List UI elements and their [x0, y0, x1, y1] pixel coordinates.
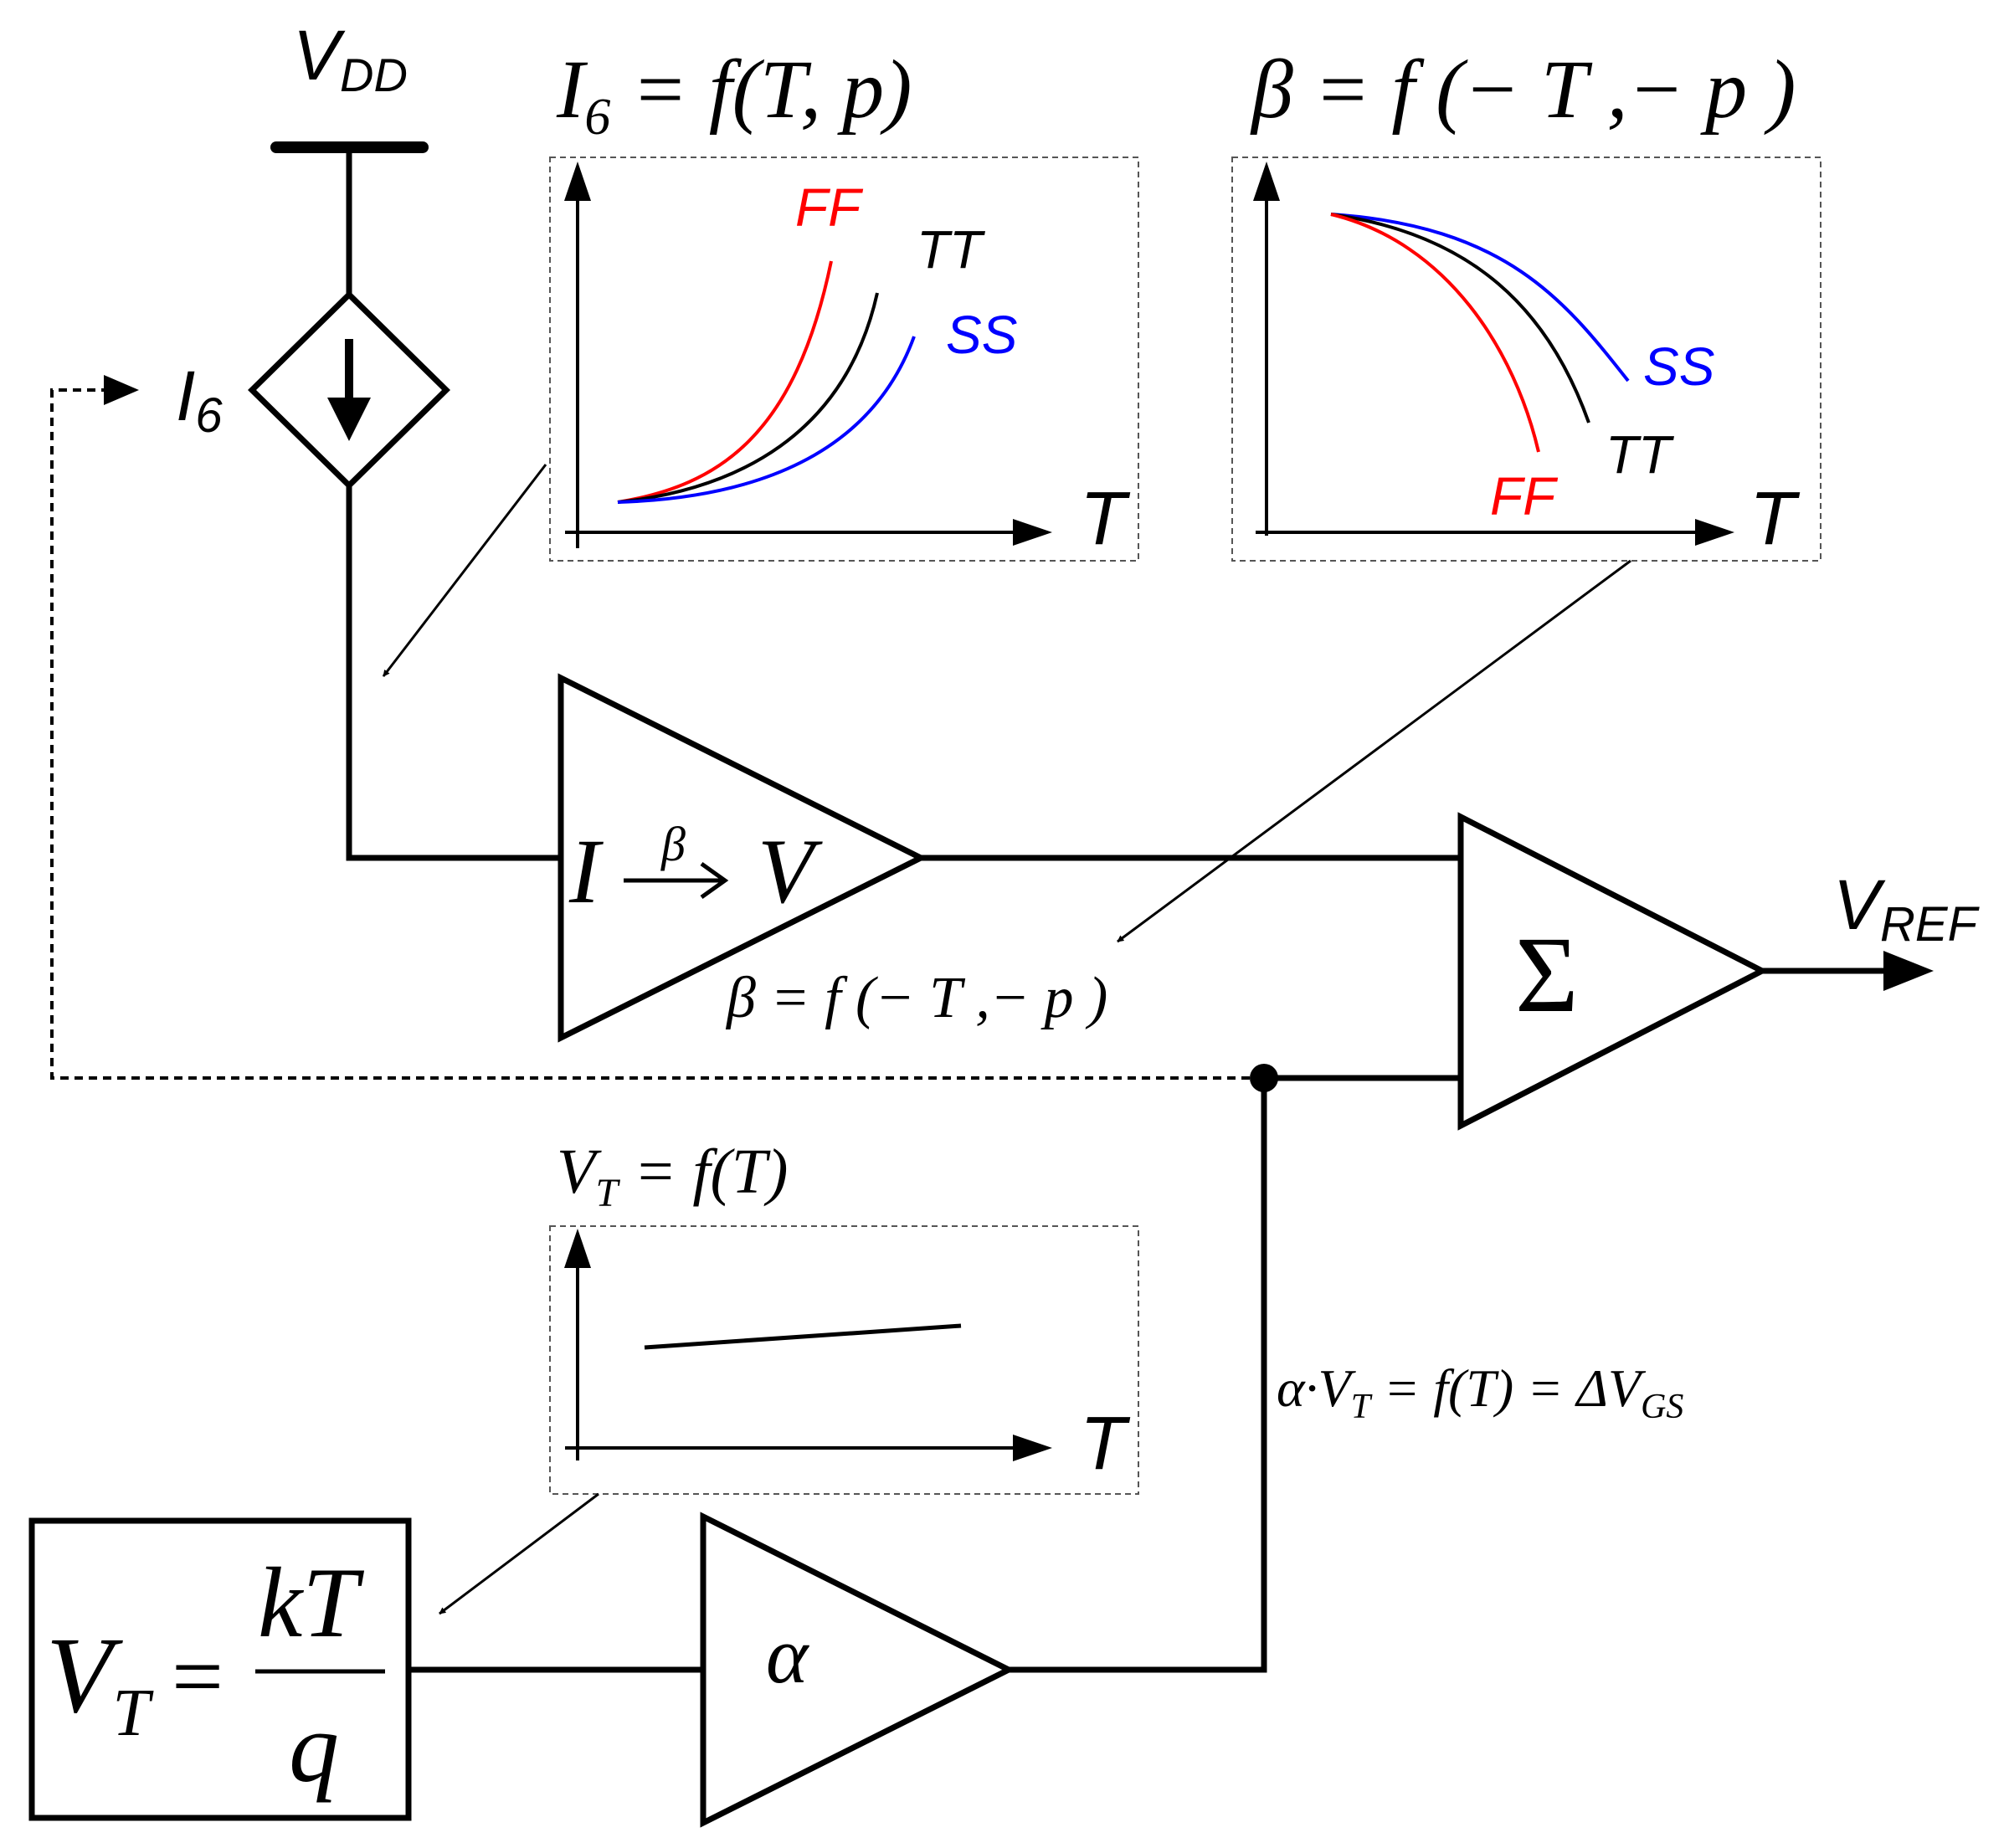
vref-label: VREF [1833, 865, 1981, 952]
curve-label-ff: FF [1490, 466, 1559, 526]
thermal-voltage-box: VT = kT q [28, 1517, 412, 1821]
chart-beta-x-arrow-icon [1695, 519, 1734, 546]
pointer-beta-to-note [1117, 559, 1631, 943]
chart-vt-x-label: T [1080, 1402, 1131, 1486]
curve-label-tt: TT [1606, 424, 1674, 485]
chart-beta: β = f (− T ,− p ) T SS TT FF [1231, 43, 1821, 562]
output-arrow-icon [1883, 951, 1934, 991]
vt-numerator: kT [258, 1547, 364, 1658]
chart-beta-x-label: T [1750, 477, 1801, 561]
wire-source-to-iv [346, 485, 561, 861]
iv-gain-label: β [660, 817, 686, 871]
feedback-arrow-icon [104, 375, 139, 405]
curve-label-ff: FF [795, 177, 864, 238]
chart-i6-y-arrow-icon [564, 162, 591, 201]
down-arrow-icon [327, 398, 371, 441]
pointer-i6-to-wire [382, 464, 547, 677]
curve-label-ss: SS [946, 305, 1017, 365]
vdd-label: VDD [293, 16, 408, 101]
alpha-gain-block: α [700, 1512, 1015, 1828]
alpha-vt-note: α·VT = f(T) = ΔVGS [1277, 1358, 1683, 1426]
chart-beta-y-arrow-icon [1253, 162, 1280, 201]
iv-output-label: V [758, 820, 823, 922]
vt-line [644, 1323, 962, 1350]
i6-label: I6 [176, 357, 223, 443]
summing-block: Σ [1457, 812, 1769, 1131]
curve-label-ss: SS [1643, 336, 1714, 397]
chart-vt-y-arrow-icon [564, 1229, 591, 1268]
curve-ss [617, 336, 916, 504]
wire-alpha-to-junction [1009, 1078, 1267, 1673]
chart-i6-title: I6 = f(T, p) [556, 43, 912, 146]
chart-i6: I6 = f(T, p) T FF TT SS [549, 43, 1139, 562]
beta-function-note: β = f (− T ,− p ) [725, 966, 1107, 1030]
vt-denominator: q [289, 1691, 339, 1803]
pointer-vt-to-box [439, 1492, 599, 1615]
iv-converter-block: I β V [557, 673, 927, 1043]
chart-i6-x-arrow-icon [1013, 519, 1052, 546]
curve-ff [1330, 213, 1540, 453]
vt-lhs: VT [46, 1615, 154, 1750]
current-source [248, 290, 450, 490]
vdd-supply: VDD [270, 16, 429, 295]
curve-ss [1330, 213, 1630, 382]
curve-label-tt: TT [917, 219, 985, 280]
curve-tt [1330, 213, 1590, 424]
vt-equals: = [172, 1625, 224, 1727]
feedback-path [50, 375, 1264, 1080]
curve-ff [617, 260, 833, 504]
chart-beta-title: β = f (− T ,− p ) [1250, 43, 1796, 136]
chart-i6-x-label: T [1080, 477, 1131, 561]
chart-beta-frame [1231, 157, 1821, 562]
chart-vt-x-arrow-icon [1013, 1435, 1052, 1461]
iv-input-label: I [568, 820, 604, 922]
chart-vt: VT = f(T) T [549, 1137, 1139, 1495]
curve-tt [617, 292, 879, 504]
chart-vt-title: VT = f(T) [557, 1137, 788, 1215]
sigma-symbol: Σ [1515, 915, 1579, 1035]
alpha-symbol: α [766, 1610, 809, 1700]
chart-vt-frame [549, 1225, 1139, 1495]
chart-i6-frame [549, 157, 1139, 562]
